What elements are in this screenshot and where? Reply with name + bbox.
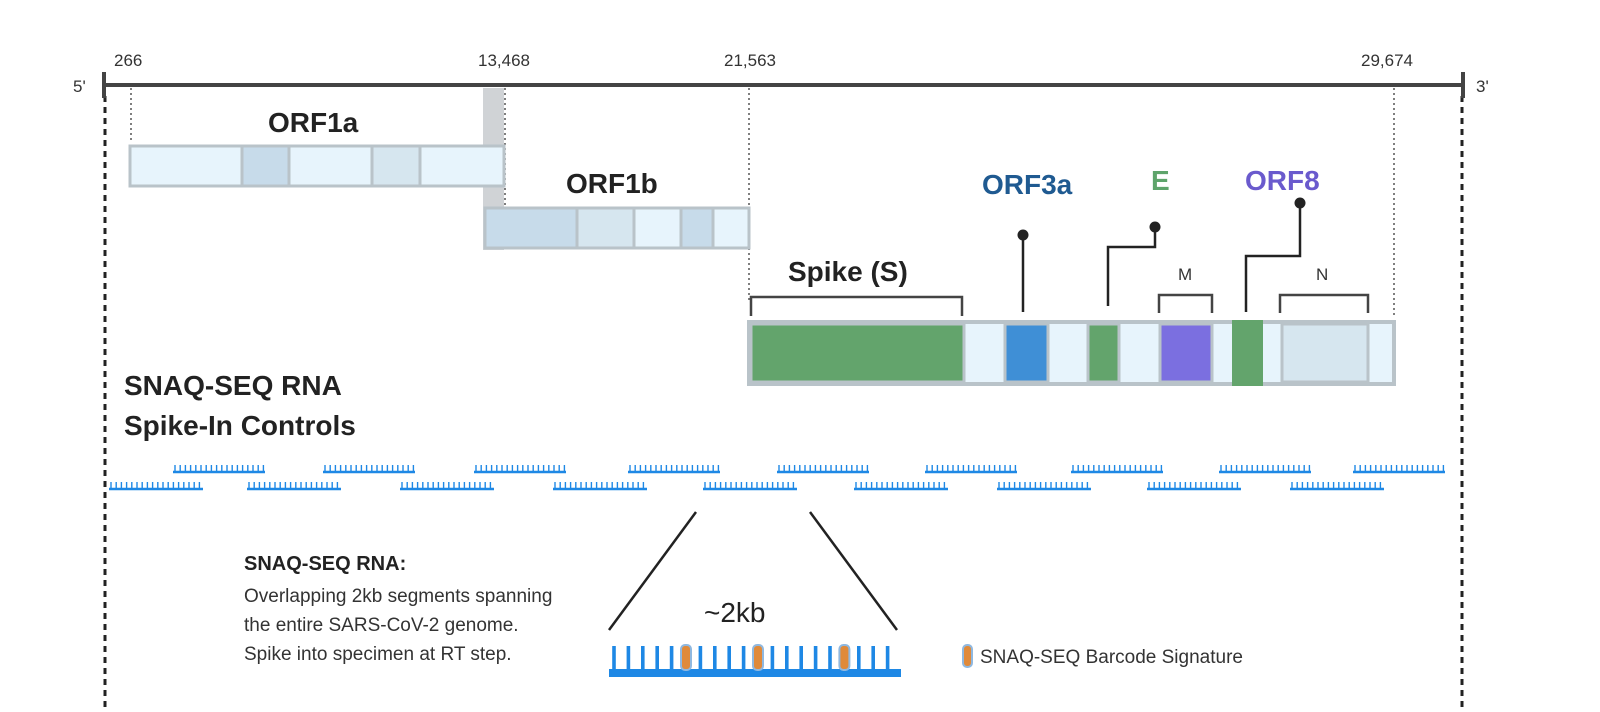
description-line-1: Overlapping 2kb segments spanning — [244, 586, 552, 607]
orf1a-segment — [128, 144, 244, 188]
orf3a-label: ORF3a — [982, 169, 1073, 200]
fragment-tile — [854, 482, 948, 491]
m-label: M — [1178, 265, 1192, 284]
spike-bracket — [749, 295, 964, 316]
zoom-line-right — [808, 511, 899, 631]
position-label-13468: 13,468 — [478, 51, 530, 70]
fragment-size-label: ~2kb — [704, 597, 766, 628]
barcode-legend-label: SNAQ-SEQ Barcode Signature — [980, 647, 1243, 668]
five-prime-label: 5' — [73, 77, 86, 96]
orf1a-segment — [287, 144, 374, 188]
position-label-29674: 29,674 — [1361, 51, 1413, 70]
barcode-signature-mark — [752, 644, 764, 671]
orf1b-bar — [483, 206, 751, 250]
overlapping-fragments — [109, 465, 1445, 491]
orf1b-segment — [632, 206, 683, 250]
barcode-signature-mark — [680, 644, 692, 671]
zoomed-fragment-backbone — [609, 669, 901, 677]
spike-label: Spike (S) — [788, 256, 908, 287]
zoomed-fragment-tick — [828, 646, 832, 671]
fragment-tile — [1147, 482, 1241, 491]
e-pointer — [1106, 228, 1157, 306]
zoom-line-left — [607, 511, 698, 631]
fragment-tile — [777, 465, 869, 474]
three-prime-label: 3' — [1476, 77, 1489, 96]
zoomed-fragment-tick — [727, 646, 731, 671]
fragment-tile — [997, 482, 1091, 491]
orf1a-segment — [370, 144, 422, 188]
zoomed-fragment-tick — [871, 646, 875, 671]
zoomed-fragment-tick — [669, 646, 674, 671]
orf8-gene-block — [1232, 320, 1263, 386]
barcode-legend-swatch — [962, 644, 973, 668]
description-line-3: Spike into specimen at RT step. — [244, 644, 512, 665]
spike-gene-block — [749, 322, 966, 384]
orf1a-bar — [128, 144, 506, 188]
orf1b-segment — [679, 206, 715, 250]
zoomed-fragment-tick — [612, 646, 616, 671]
zoomed-fragment-tick — [626, 646, 631, 671]
fragment-tile — [109, 482, 203, 491]
orf3a-gene-block — [1003, 322, 1050, 384]
zoomed-fragment-tick — [698, 646, 703, 671]
fragment-tile — [703, 482, 797, 491]
fragment-tile — [323, 465, 415, 474]
zoomed-fragment-tick — [655, 646, 659, 671]
orf8-pointer — [1244, 204, 1302, 312]
orf1a-label: ORF1a — [268, 107, 359, 138]
orf1a-segment — [418, 144, 506, 188]
n-label: N — [1316, 265, 1328, 284]
fragment-tile — [553, 482, 647, 491]
fragment-tile — [1071, 465, 1163, 474]
zoomed-fragment-tick — [885, 646, 890, 671]
e-pointer-dot — [1149, 221, 1161, 233]
position-label-21563: 21,563 — [724, 51, 776, 70]
zoomed-fragment-tick — [785, 646, 789, 671]
zoomed-fragment-tick — [713, 646, 717, 671]
e-label: E — [1151, 165, 1170, 196]
n-gene-block — [1280, 322, 1370, 384]
zoomed-fragment — [609, 644, 901, 677]
fragment-tile — [1219, 465, 1311, 474]
orf1b-segment — [575, 206, 636, 250]
fragment-tile — [1290, 482, 1384, 491]
zoomed-fragment-tick — [857, 646, 861, 671]
orf1b-segment — [483, 206, 579, 250]
n-bracket — [1278, 293, 1370, 313]
fragment-tile — [474, 465, 566, 474]
structural-genes-bar — [747, 320, 1396, 386]
fragment-tile — [400, 482, 494, 491]
zoomed-fragment-tick — [799, 646, 803, 671]
orf8-pointer-dot — [1294, 197, 1306, 209]
zoomed-fragment-tick — [770, 646, 775, 671]
fragment-tile — [173, 465, 265, 474]
controls-heading-line2: Spike-In Controls — [124, 410, 356, 441]
m-gene-block — [1158, 322, 1214, 384]
fragment-tile — [925, 465, 1017, 474]
m-bracket — [1157, 293, 1214, 313]
e-gene-block — [1086, 322, 1121, 384]
orf3a-pointer-dot — [1017, 229, 1029, 241]
orf1a-segment — [240, 144, 291, 188]
zoomed-fragment-tick — [813, 646, 818, 671]
controls-heading-line1: SNAQ-SEQ RNA — [124, 370, 342, 401]
fragment-tile — [247, 482, 341, 491]
orf8-label: ORF8 — [1245, 165, 1320, 196]
fragment-tile — [628, 465, 720, 474]
description-title: SNAQ-SEQ RNA: — [244, 553, 406, 575]
fragment-tile — [1353, 465, 1445, 474]
barcode-signature-mark — [838, 644, 851, 671]
orf1b-label: ORF1b — [566, 168, 658, 199]
position-label-266: 266 — [114, 51, 142, 70]
zoomed-fragment-tick — [641, 646, 645, 671]
description-line-2: the entire SARS-CoV-2 genome. — [244, 615, 519, 636]
orf1b-segment — [711, 206, 751, 250]
barcode-legend: SNAQ-SEQ Barcode Signature — [962, 644, 1243, 668]
zoomed-fragment-tick — [741, 646, 746, 671]
